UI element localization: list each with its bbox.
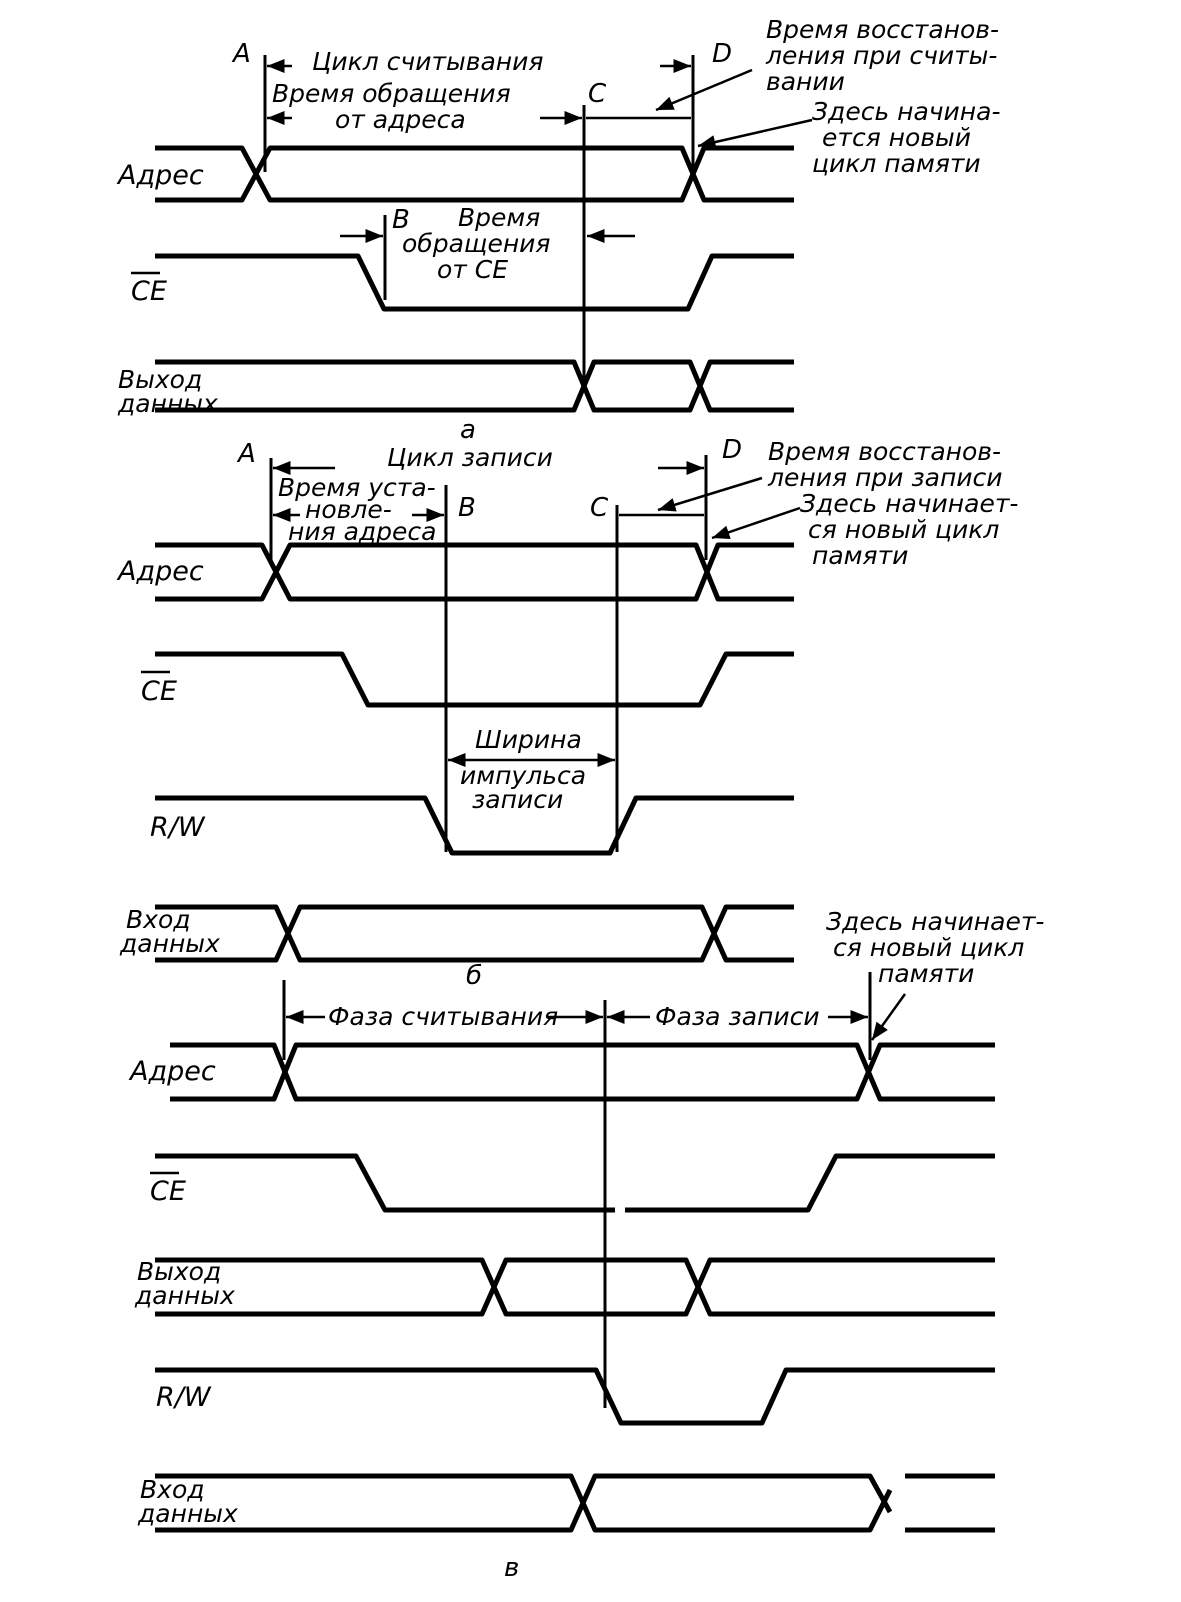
panel-a-marker-b: B xyxy=(392,205,410,235)
panel-a-recovery-line1: Время восстанов- xyxy=(766,15,999,44)
panel-a-dataout-label-2: данных xyxy=(117,389,218,418)
panel-c-datain-label-2: данных xyxy=(137,1499,238,1528)
panel-c-write-phase-label: Фаза записи xyxy=(655,1002,820,1031)
panel-b-setup-line1: Время уста- xyxy=(278,473,436,502)
panel-b-new-cycle-line1: Здесь начинает- xyxy=(800,489,1018,518)
panel-b-recovery-line2: ления при записи xyxy=(767,463,1003,492)
panel-b-ce-label: CE xyxy=(141,670,177,707)
panel-c-dataout-label-2: данных xyxy=(134,1281,235,1310)
svg-text:CE: CE xyxy=(131,276,167,307)
panel-b-marker-d: D xyxy=(722,435,742,465)
panel-b-new-cycle-leader xyxy=(711,506,801,540)
panel-c-dataout-label-1: Выход xyxy=(137,1257,221,1286)
panel-c-read-write-cycle: Фаза считывания Фаза записи Адрес CE Вых… xyxy=(128,972,995,1583)
panel-a-address-label: Адрес xyxy=(116,160,204,191)
panel-b-new-cycle-datain-line2: ся новый цикл xyxy=(833,933,1024,962)
svg-text:CE: CE xyxy=(150,1176,186,1207)
panel-a-access-ce-line1: Время xyxy=(458,203,540,232)
panel-b-rw-label: R/W xyxy=(150,812,206,843)
panel-b-pulse-width-line2: импульса xyxy=(460,761,586,790)
panel-a-ce-label: CE xyxy=(131,271,167,307)
panel-b-new-cycle-line2: ся новый цикл xyxy=(808,515,999,544)
panel-c-ce-label: CE xyxy=(150,1171,186,1207)
panel-c-dataout-waveform xyxy=(155,1257,995,1317)
panel-b-pulse-width-line3: записи xyxy=(472,785,563,814)
panel-a-access-addr-line1: Время обращения xyxy=(272,79,511,108)
panel-a-access-addr-line2: от адреса xyxy=(335,105,466,134)
panel-a-recovery-line3: вании xyxy=(766,67,845,96)
panel-b-label: б xyxy=(466,961,482,991)
panel-a-recovery-leader xyxy=(655,68,753,112)
panel-a-new-cycle-line3: цикл памяти xyxy=(812,149,981,178)
svg-text:CE: CE xyxy=(141,676,177,707)
panel-b-new-cycle-datain-line3: памяти xyxy=(878,959,974,988)
panel-c-read-phase-label: Фаза считывания xyxy=(328,1002,558,1031)
panel-b-new-cycle-datain-line1: Здесь начинает- xyxy=(826,907,1044,936)
panel-b-marker-a: A xyxy=(236,439,256,469)
panel-a-new-cycle-line1: Здесь начина- xyxy=(812,97,1001,126)
panel-b-datain-label-1: Вход xyxy=(126,905,191,934)
panel-b-address-label: Адрес xyxy=(116,556,204,587)
panel-a-recovery-line2: ления при считы- xyxy=(765,41,997,70)
panel-c-label: в xyxy=(504,1553,519,1583)
panel-b-write-cycle: A D B C Цикл записи Время уста- новле- н… xyxy=(116,435,1044,991)
panel-b-setup-line2: новле- xyxy=(305,495,392,524)
panel-c-new-cycle-leader xyxy=(870,993,907,1041)
panel-a-label: а xyxy=(460,415,476,445)
panel-a-marker-a: A xyxy=(231,39,251,69)
panel-b-write-cycle-label: Цикл записи xyxy=(387,443,553,472)
panel-a-read-cycle: A D C B Цикл считывания Время обращения … xyxy=(116,15,1001,445)
panel-a-ce-waveform xyxy=(155,253,794,312)
panel-b-datain-label-2: данных xyxy=(119,929,220,958)
panel-a-access-ce-line3: от CE xyxy=(437,255,508,284)
panel-c-rw-label: R/W xyxy=(156,1382,212,1413)
panel-b-address-waveform xyxy=(155,542,794,602)
panel-c-datain-label-1: Вход xyxy=(140,1475,205,1504)
panel-b-recovery-line1: Время восстанов- xyxy=(768,437,1001,466)
panel-a-marker-c: C xyxy=(588,79,607,109)
panel-b-recovery-leader xyxy=(657,476,763,512)
panel-b-rw-waveform xyxy=(155,795,794,856)
panel-c-address-label: Адрес xyxy=(128,1056,216,1087)
panel-b-setup-line3: ния адреса xyxy=(288,517,437,546)
panel-b-marker-b: B xyxy=(458,493,476,523)
panel-b-datain-waveform xyxy=(155,904,794,963)
panel-a-address-waveform xyxy=(155,145,794,203)
panel-b-marker-c: C xyxy=(590,493,609,523)
panel-a-new-cycle-leader xyxy=(697,118,813,149)
panel-c-datain-waveform xyxy=(155,1473,995,1533)
panel-a-access-ce-line2: обращения xyxy=(402,229,550,258)
panel-c-address-waveform xyxy=(170,1042,995,1102)
panel-b-new-cycle-line3: памяти xyxy=(812,541,908,570)
panel-c-ce-waveform xyxy=(155,1153,995,1213)
panel-a-dataout-waveform xyxy=(155,359,794,413)
panel-a-new-cycle-line2: ется новый xyxy=(822,123,971,152)
panel-c-rw-waveform xyxy=(155,1367,995,1426)
panel-a-read-cycle-label: Цикл считывания xyxy=(312,47,543,76)
panel-b-ce-waveform xyxy=(155,651,794,708)
panel-a-dataout-label-1: Выход xyxy=(118,365,202,394)
panel-b-pulse-width-line1: Ширина xyxy=(475,725,582,754)
panel-a-marker-d: D xyxy=(712,39,732,69)
